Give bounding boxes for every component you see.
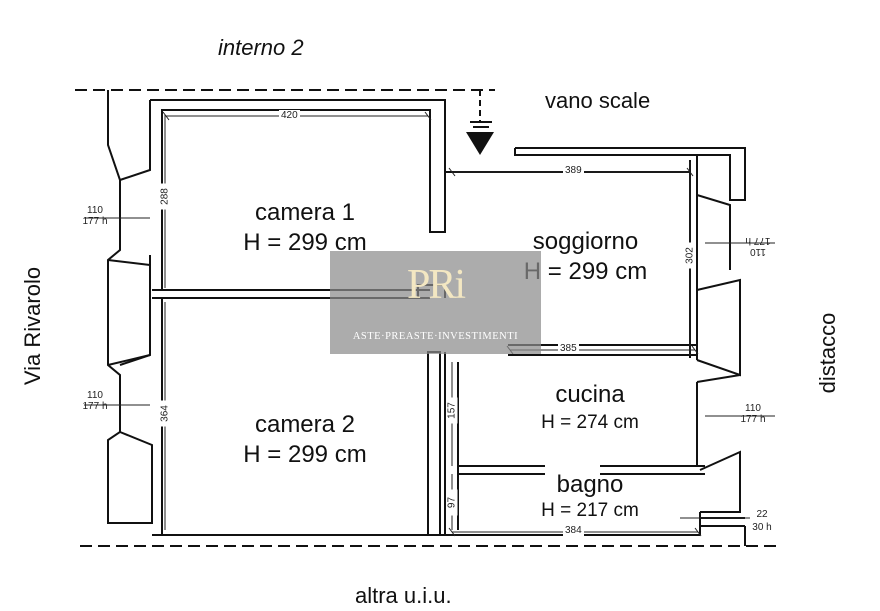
watermark-text: ASTE·PREASTE·INVESTIMENTI	[352, 331, 519, 342]
room-height: H = 299 cm	[523, 258, 648, 285]
watermark: PRi ASTE·PREASTE·INVESTIMENTI	[330, 251, 541, 354]
room-name: camera 1	[254, 199, 356, 226]
street-label: Via Rivarolo	[20, 266, 45, 386]
level-marker-icon	[466, 90, 494, 155]
room-name: bagno	[556, 471, 624, 498]
camera-1-wall	[150, 99, 446, 291]
room-bagno: bagno H = 217 cm	[490, 472, 690, 524]
room-camera-2: camera 2 H = 299 cm	[200, 410, 410, 470]
right-side-label: distacco	[815, 312, 840, 394]
room-height: H = 274 cm	[541, 412, 639, 433]
dim-cucina-width: 385	[558, 343, 579, 354]
cucina-wall	[444, 352, 700, 536]
room-height: H = 299 cm	[243, 441, 367, 468]
left-wall	[107, 90, 153, 524]
room-soggiorno: soggiorno H = 299 cm	[488, 227, 683, 287]
room-camera-1: camera 1 H = 299 cm	[200, 198, 410, 258]
dim-soggiorno-width: 389	[563, 165, 584, 176]
dim-cucina-depth: 157	[446, 397, 458, 424]
top-neighbor-label: interno 2	[218, 35, 304, 60]
dim-camera1-depth: 288	[159, 183, 171, 210]
room-height: H = 217 cm	[541, 500, 639, 521]
watermark-logo: PRi	[406, 262, 466, 308]
dim-soggiorno-depth: 302	[684, 242, 696, 269]
camera-2-wall	[161, 298, 441, 536]
dim-bagno-width: 384	[563, 525, 584, 536]
room-cucina: cucina H = 274 cm	[495, 381, 685, 437]
dim-camera1-width: 420	[279, 110, 300, 121]
room-name: camera 2	[254, 411, 356, 438]
soggiorno-wall	[514, 147, 746, 201]
room-name: soggiorno	[532, 228, 639, 255]
dim-camera2-depth: 364	[159, 400, 171, 427]
dim-bagno-depth: 97	[446, 489, 458, 516]
bottom-neighbor-label: altra u.i.u.	[355, 583, 452, 608]
room-name: cucina	[555, 381, 625, 408]
stair-label: vano scale	[545, 88, 651, 113]
